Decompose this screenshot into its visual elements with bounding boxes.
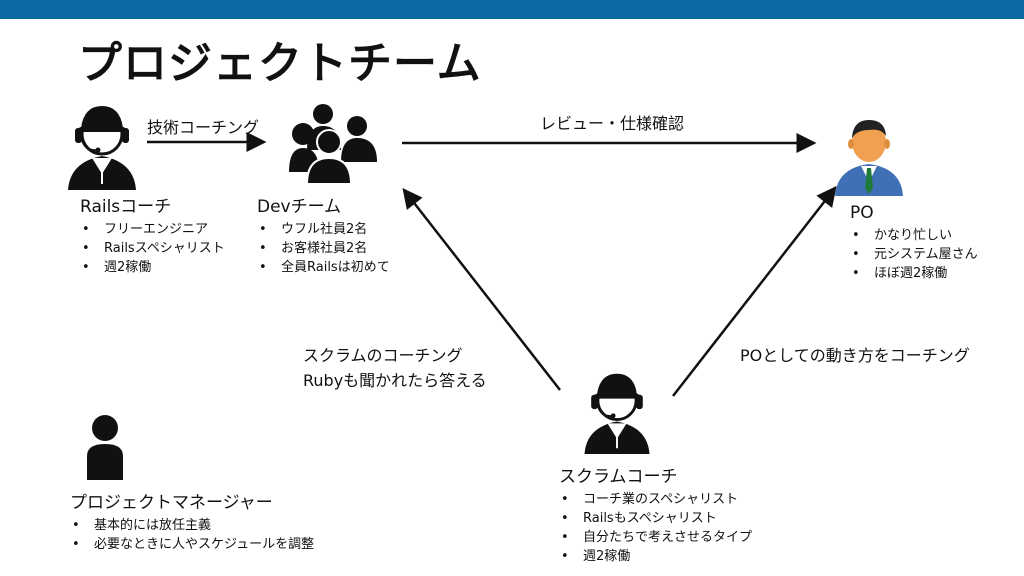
coach-headset-icon <box>584 373 650 454</box>
rails-coach-block: Railsコーチ フリーエンジニア Railsスペシャリスト 週2稼働 <box>80 196 225 277</box>
po-list: かなり忙しい 元システム屋さん ほぼ週2稼働 <box>850 226 978 283</box>
top-accent-bar <box>0 0 1024 19</box>
tech-coaching-label: 技術コーチング <box>147 118 260 137</box>
list-item: コーチ業のスペシャリスト <box>559 490 752 509</box>
review-label: レビュー・仕様確認 <box>540 114 685 133</box>
list-item: 必要なときに人やスケジュールを調整 <box>70 535 314 554</box>
rails-coach-list: フリーエンジニア Railsスペシャリスト 週2稼働 <box>80 220 225 277</box>
list-item: 自分たちで考えさせるタイプ <box>559 528 752 547</box>
list-item: Railsスペシャリスト <box>80 239 225 258</box>
scrum-coaching-label: スクラムのコーチング <box>303 346 463 365</box>
po-name: PO <box>850 203 874 223</box>
list-item: かなり忙しい <box>850 226 978 245</box>
project-manager-name: プロジェクトマネージャー <box>70 493 273 513</box>
list-item: お客様社員2名 <box>257 239 390 258</box>
rails-coach-name: Railsコーチ <box>80 197 172 217</box>
list-item: 全員Railsは初めて <box>257 258 390 277</box>
list-item: 週2稼働 <box>80 258 225 277</box>
scrum-coaching-arrow <box>402 188 561 391</box>
dev-team-name: Devチーム <box>257 197 342 217</box>
dev-team-block: Devチーム ウフル社員2名 お客様社員2名 全員Railsは初めて <box>257 196 390 277</box>
dev-team-list: ウフル社員2名 お客様社員2名 全員Railsは初めて <box>257 220 390 277</box>
scrum-coach-name: スクラムコーチ <box>559 467 678 487</box>
person-icon <box>87 415 123 480</box>
po-coaching-label: POとしての動き方をコーチング <box>740 346 970 365</box>
page-title: プロジェクトチーム <box>78 38 482 89</box>
list-item: 週2稼働 <box>559 547 752 566</box>
team-group-icon <box>289 104 377 185</box>
businessman-icon <box>835 120 903 196</box>
project-manager-list: 基本的には放任主義 必要なときに人やスケジュールを調整 <box>70 516 314 554</box>
list-item: ウフル社員2名 <box>257 220 390 239</box>
po-block: PO かなり忙しい 元システム屋さん ほぼ週2稼働 <box>850 202 978 283</box>
po-coaching-arrow <box>672 186 837 397</box>
list-item: フリーエンジニア <box>80 220 225 239</box>
list-item: ほぼ週2稼働 <box>850 264 978 283</box>
coach-headset-icon <box>68 106 136 190</box>
ruby-support-label: Rubyも聞かれたら答える <box>303 371 487 390</box>
scrum-coach-list: コーチ業のスペシャリスト Railsもスペシャリスト 自分たちで考えさせるタイプ… <box>559 490 752 566</box>
project-manager-block: プロジェクトマネージャー 基本的には放任主義 必要なときに人やスケジュールを調整 <box>70 492 314 554</box>
list-item: 元システム屋さん <box>850 245 978 264</box>
list-item: 基本的には放任主義 <box>70 516 314 535</box>
scrum-coach-block: スクラムコーチ コーチ業のスペシャリスト Railsもスペシャリスト 自分たちで… <box>559 466 752 566</box>
list-item: Railsもスペシャリスト <box>559 509 752 528</box>
